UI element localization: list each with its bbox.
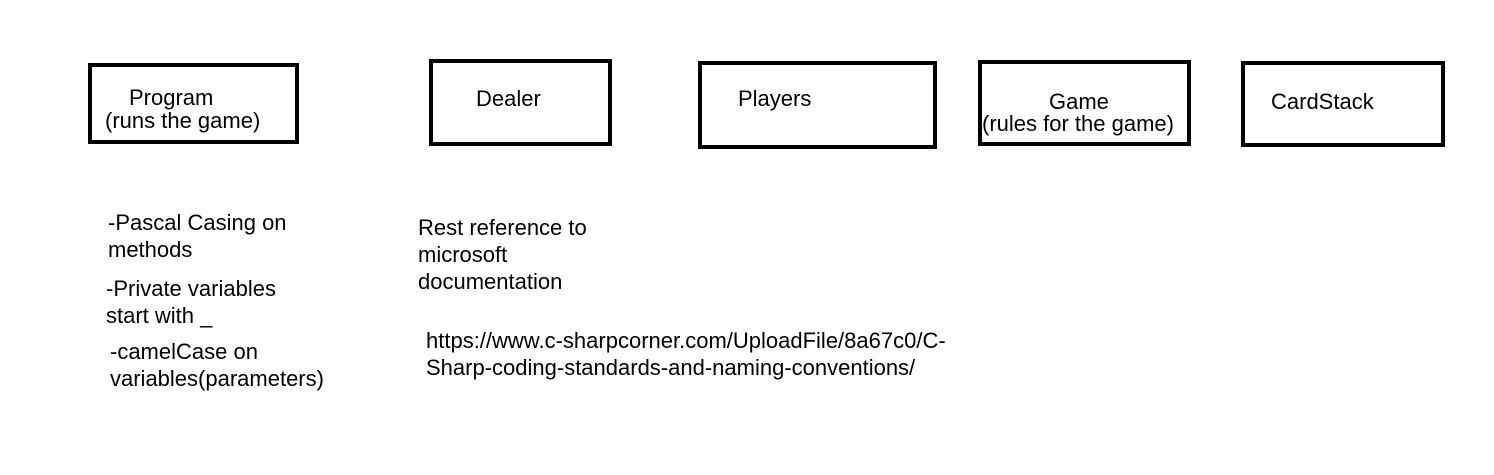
program-box: Program (runs the game) bbox=[88, 63, 299, 144]
cardstack-box: CardStack bbox=[1241, 61, 1445, 147]
note-line: methods bbox=[108, 237, 193, 262]
note-line: start with _ bbox=[106, 303, 213, 328]
game-subtitle: (rules for the game) bbox=[982, 111, 1174, 136]
note-line: -camelCase on bbox=[110, 339, 258, 364]
dealer-title: Dealer bbox=[476, 86, 541, 111]
game-title: Game bbox=[1049, 89, 1109, 114]
players-box: Players bbox=[698, 61, 937, 149]
note-line: Rest reference to bbox=[418, 215, 587, 240]
note-rest-reference: Rest reference to microsoft documentatio… bbox=[418, 214, 587, 295]
note-camel-case: -camelCase on variables(parameters) bbox=[110, 338, 324, 392]
note-pascal-casing: -Pascal Casing on methods bbox=[108, 209, 287, 263]
note-line: documentation bbox=[418, 269, 563, 294]
program-title: Program bbox=[129, 85, 214, 110]
game-box: Game (rules for the game) bbox=[978, 60, 1191, 146]
note-line: microsoft bbox=[418, 242, 508, 267]
players-title: Players bbox=[738, 86, 812, 111]
url-line: Sharp-coding-standards-and-naming-conven… bbox=[426, 355, 916, 380]
program-subtitle: (runs the game) bbox=[105, 108, 261, 133]
note-line: variables(parameters) bbox=[110, 366, 324, 391]
note-line: -Pascal Casing on bbox=[108, 210, 287, 235]
cardstack-title: CardStack bbox=[1271, 89, 1374, 114]
url-line: https://www.c-sharpcorner.com/UploadFile… bbox=[426, 328, 946, 353]
note-private-variables: -Private variables start with _ bbox=[106, 275, 276, 329]
reference-url: https://www.c-sharpcorner.com/UploadFile… bbox=[426, 327, 946, 381]
note-line: -Private variables bbox=[106, 276, 276, 301]
dealer-box: Dealer bbox=[429, 59, 612, 146]
